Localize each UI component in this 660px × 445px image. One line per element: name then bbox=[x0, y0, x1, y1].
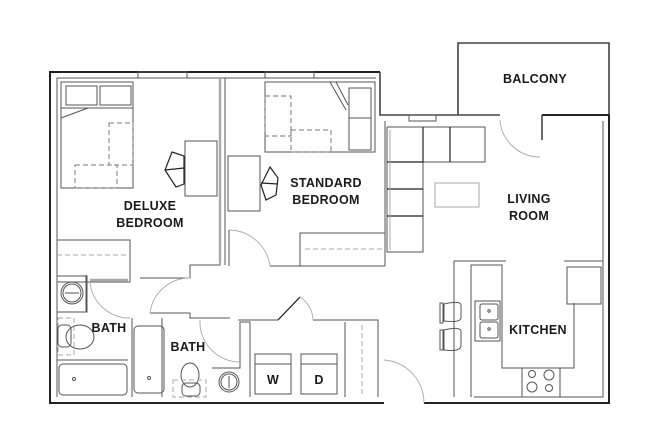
room-label-bath-2: BATH bbox=[171, 340, 206, 354]
balcony-area bbox=[457, 42, 610, 115]
room-label-bath-1: BATH bbox=[92, 321, 127, 335]
room-label-deluxe-bedroom: DELUXE bbox=[124, 199, 177, 213]
standard-bed bbox=[264, 81, 376, 153]
bath-1-fixtures bbox=[56, 275, 128, 396]
room-label-balcony: BALCONY bbox=[503, 72, 567, 86]
standard-desk bbox=[227, 155, 279, 212]
room-label-standard-bedroom-2: BEDROOM bbox=[292, 193, 359, 207]
washer-label: W bbox=[267, 373, 279, 387]
room-label-standard-bedroom: STANDARD bbox=[290, 176, 362, 190]
coffee-table bbox=[434, 182, 480, 208]
dryer-label: D bbox=[314, 373, 323, 387]
room-label-living-room-2: ROOM bbox=[509, 209, 549, 223]
washer-dryer bbox=[254, 353, 338, 395]
windows bbox=[137, 71, 437, 122]
door-swings bbox=[89, 119, 541, 404]
sectional-sofa bbox=[386, 126, 486, 253]
room-label-kitchen: KITCHEN bbox=[509, 323, 567, 337]
bath-2-fixtures bbox=[133, 325, 240, 398]
room-label-living-room: LIVING bbox=[507, 192, 550, 206]
deluxe-bed bbox=[60, 81, 134, 189]
interior-walls bbox=[57, 78, 603, 397]
kitchen-fixtures bbox=[439, 266, 602, 398]
room-label-deluxe-bedroom-2: BEDROOM bbox=[116, 216, 183, 230]
deluxe-desk bbox=[164, 140, 218, 197]
